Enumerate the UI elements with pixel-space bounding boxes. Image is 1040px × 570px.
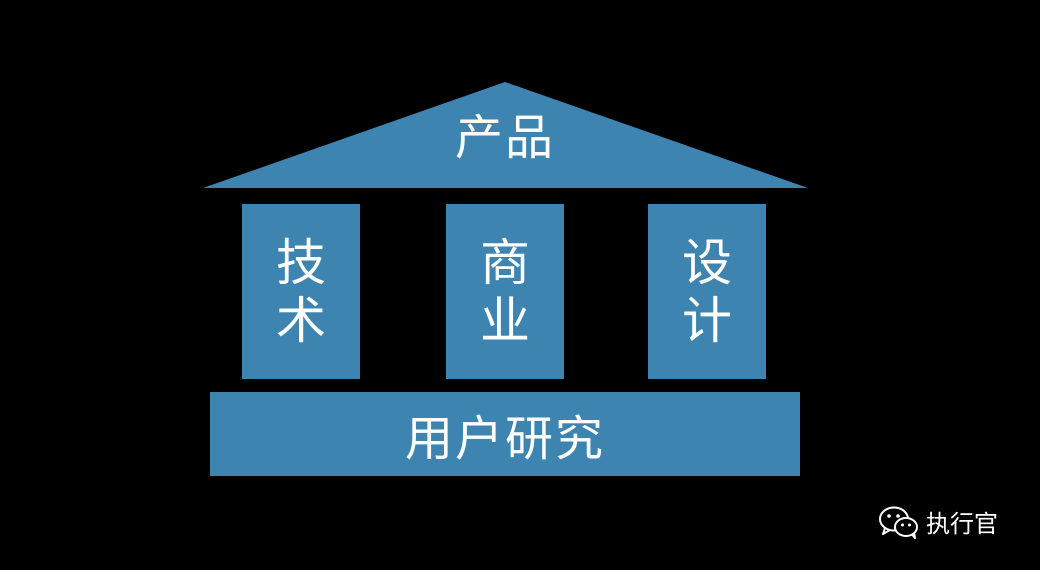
pillar-business: 商业 [446, 204, 564, 379]
pillar-label: 设计 [682, 233, 732, 350]
pillar-design: 设计 [648, 204, 766, 379]
foundation-label: 用户研究 [404, 411, 605, 467]
watermark: 执行官 [878, 504, 998, 539]
pillar-technology: 技术 [242, 204, 360, 379]
watermark-text: 执行官 [926, 510, 998, 538]
pillar-label: 商业 [480, 233, 530, 350]
foundation-block: 用户研究 [210, 392, 800, 476]
roof-label: 产品 [454, 110, 555, 166]
wechat-icon [879, 506, 918, 539]
pillar-label: 技术 [276, 233, 326, 350]
roof-triangle [203, 82, 808, 188]
